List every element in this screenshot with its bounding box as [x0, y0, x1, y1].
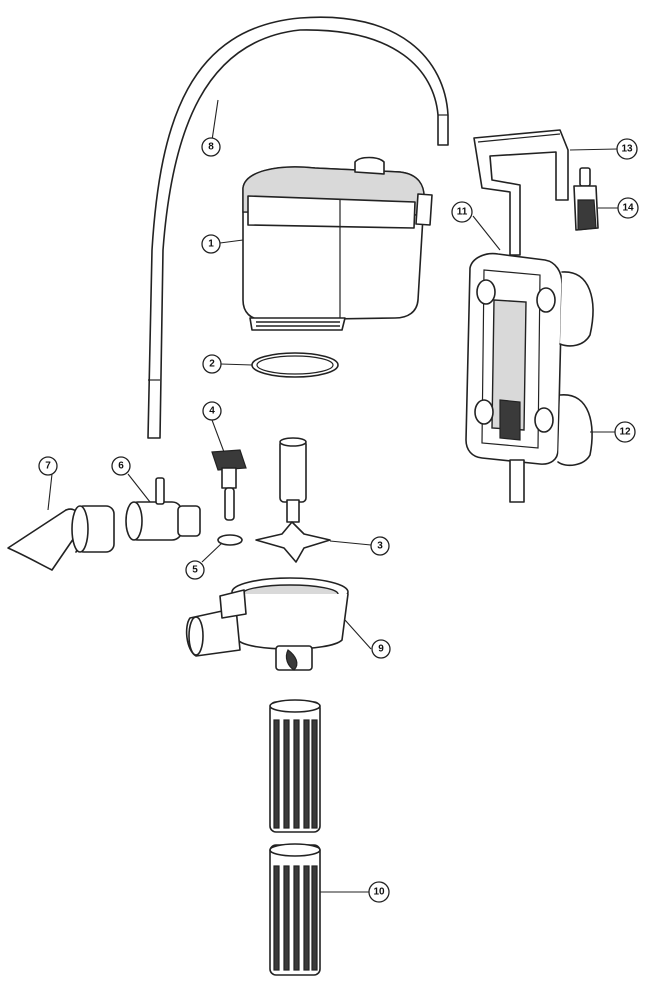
part-12-suction-cups	[557, 271, 594, 467]
callout-13-number: 13	[621, 144, 633, 155]
part-10-strainer-upper	[269, 699, 321, 833]
callout-7-number: 7	[45, 461, 51, 472]
callout-9-number: 9	[378, 644, 384, 655]
callout-13: 13	[616, 138, 638, 160]
callout-1: 1	[201, 234, 221, 254]
part-8-tube	[147, 16, 449, 439]
callout-5: 5	[185, 560, 205, 580]
callout-11: 11	[451, 201, 473, 223]
callout-5-number: 5	[192, 565, 198, 576]
callout-1-number: 1	[208, 239, 214, 250]
leader-lines	[47, 99, 618, 893]
callout-8: 8	[201, 137, 221, 157]
part-9-pump-chamber	[185, 577, 349, 671]
part-11-mounting-plate	[465, 252, 563, 503]
part-5-small-o-ring	[217, 534, 243, 546]
callout-12: 12	[614, 421, 636, 443]
callout-4-number: 4	[209, 406, 215, 417]
callout-14-number: 14	[622, 203, 634, 214]
callout-9: 9	[371, 639, 391, 659]
part-14-adjuster-knob	[573, 167, 599, 231]
callout-2: 2	[202, 354, 222, 374]
callout-12-number: 12	[619, 427, 631, 438]
callout-4: 4	[202, 401, 222, 421]
callout-3-number: 3	[377, 541, 383, 552]
callout-11-number: 11	[457, 207, 468, 218]
part-3-impeller	[255, 437, 331, 563]
callout-6: 6	[111, 456, 131, 476]
callout-8-number: 8	[208, 142, 214, 153]
callout-2-number: 2	[209, 359, 215, 370]
callout-10-number: 10	[373, 887, 385, 898]
callout-6-number: 6	[118, 461, 124, 472]
callout-7: 7	[38, 456, 58, 476]
part-13-hanger-bracket	[473, 129, 569, 256]
part-6-venturi-connector	[125, 477, 201, 541]
callout-14: 14	[617, 197, 639, 219]
part-1-motor-housing	[242, 156, 433, 331]
part-10-strainer-lower	[269, 843, 321, 976]
part-2-o-ring	[251, 352, 339, 378]
callout-3: 3	[370, 536, 390, 556]
part-7-nozzle	[7, 505, 115, 571]
part-4-air-valve	[211, 449, 247, 521]
callout-10: 10	[368, 881, 390, 903]
